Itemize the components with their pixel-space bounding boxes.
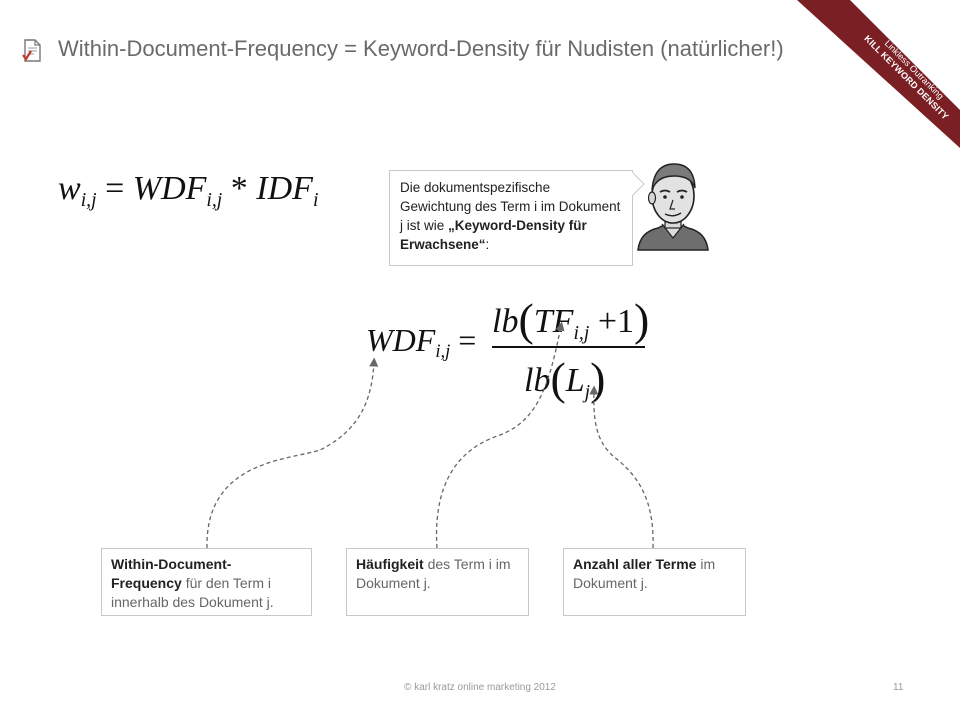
bubble-text: Die dokumentspezifische Gewichtung des T… [400, 180, 621, 233]
box-l-bold: Anzahl aller Terme [573, 556, 697, 572]
denominator-lb: lb [524, 362, 551, 399]
speech-bubble: Die dokumentspezifische Gewichtung des T… [389, 170, 633, 266]
wdf-symbol: WDF [366, 322, 436, 358]
slide-title: Within-Document-Frequency = Keyword-Dens… [58, 36, 784, 61]
avatar-portrait-icon [637, 163, 709, 251]
box-tf-text: des Term i im Dokument j. [356, 556, 511, 591]
formula-w: w [58, 170, 81, 207]
page-number: 11 [893, 682, 904, 693]
bubble-text-end: : [485, 237, 490, 252]
formula-idf-sub: i [312, 188, 319, 211]
denominator-l-sub: j [584, 380, 591, 403]
numerator-tf-sub: i,j [573, 321, 590, 344]
explanation-box-l: Anzahl aller Terme im Dokument j. [563, 548, 746, 616]
box-wdf-text: für den Term i innerhalb des Dokument j. [111, 575, 274, 610]
formula-star: * [230, 170, 248, 207]
box-l-text: im Dokument j. [573, 556, 716, 591]
explanation-box-tf: Häufigkeit des Term i im Dokument j. [346, 548, 529, 616]
formula-equals: = [105, 170, 125, 207]
weight-formula: wi,j = WDFi,j * IDFi [58, 170, 319, 211]
numerator-open-paren: ( [518, 293, 534, 345]
document-check-icon [22, 39, 41, 62]
box-wdf-bold: Within-Document-Frequency [111, 556, 232, 591]
wdf-numerator: lb(TFi,j +1) [492, 290, 650, 345]
formula-wdf-sub: i,j [206, 188, 223, 211]
arrow-to-l [589, 385, 654, 549]
numerator-tf: TF [533, 303, 574, 340]
wdf-equals: = [458, 322, 477, 358]
formula-wdf: WDF [132, 170, 207, 207]
numerator-plus-one: +1 [597, 303, 634, 340]
numerator-lb: lb [492, 303, 519, 340]
formula-idf: IDF [256, 170, 313, 207]
numerator-close-paren: ) [634, 293, 650, 345]
explanation-box-wdf: Within-Document-Frequency für den Term i… [101, 548, 312, 616]
bubble-bold-text: „Keyword-Density für Erwachsene“ [400, 218, 587, 252]
arrow-to-wdf [206, 357, 379, 549]
denominator-open-paren: ( [550, 352, 566, 404]
footer-copyright: © karl kratz online marketing 2012 [404, 682, 556, 693]
wdf-sub: i,j [435, 341, 451, 363]
bubble-tail-icon [632, 171, 645, 197]
denominator-l: L [565, 362, 585, 399]
box-tf-bold: Häufigkeit [356, 556, 424, 572]
fraction-bar [492, 346, 645, 348]
arrow-to-tf [435, 321, 565, 549]
wdf-formula-lhs: WDFi,j = [366, 322, 477, 363]
formula-w-sub: i,j [80, 188, 97, 211]
